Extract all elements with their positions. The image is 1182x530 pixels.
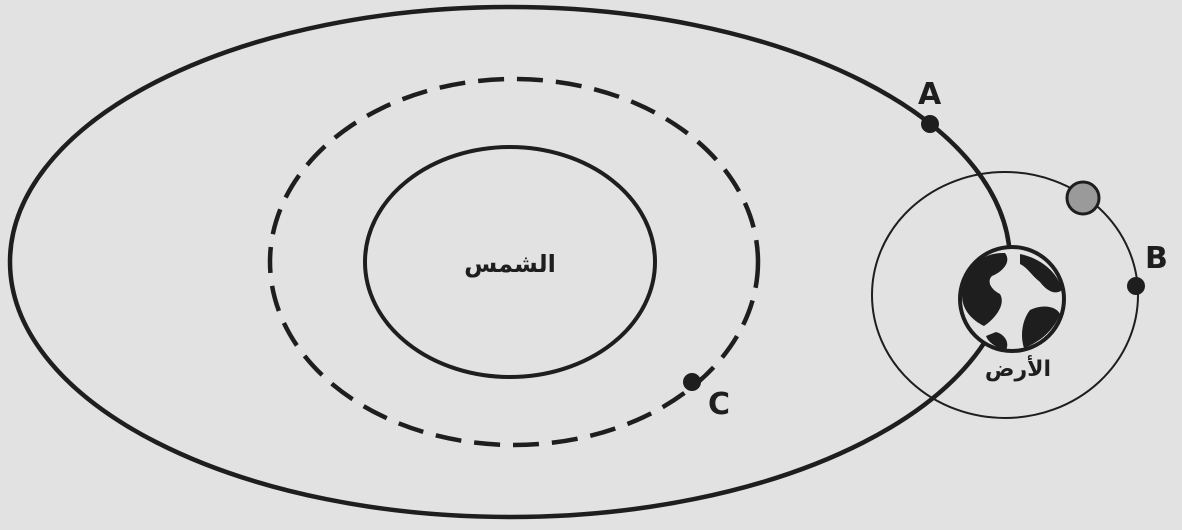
point-a-label: A [918, 77, 942, 112]
moon [1067, 182, 1099, 214]
point-c-label: C [708, 387, 730, 422]
point-b-marker [1127, 277, 1145, 295]
point-b-label: B [1145, 241, 1168, 276]
earth-globe-icon [960, 247, 1064, 351]
earth-label: الأرض [985, 354, 1051, 382]
point-a-marker [921, 115, 939, 133]
point-c-marker [683, 373, 701, 391]
sun-label: الشمس [464, 250, 556, 278]
